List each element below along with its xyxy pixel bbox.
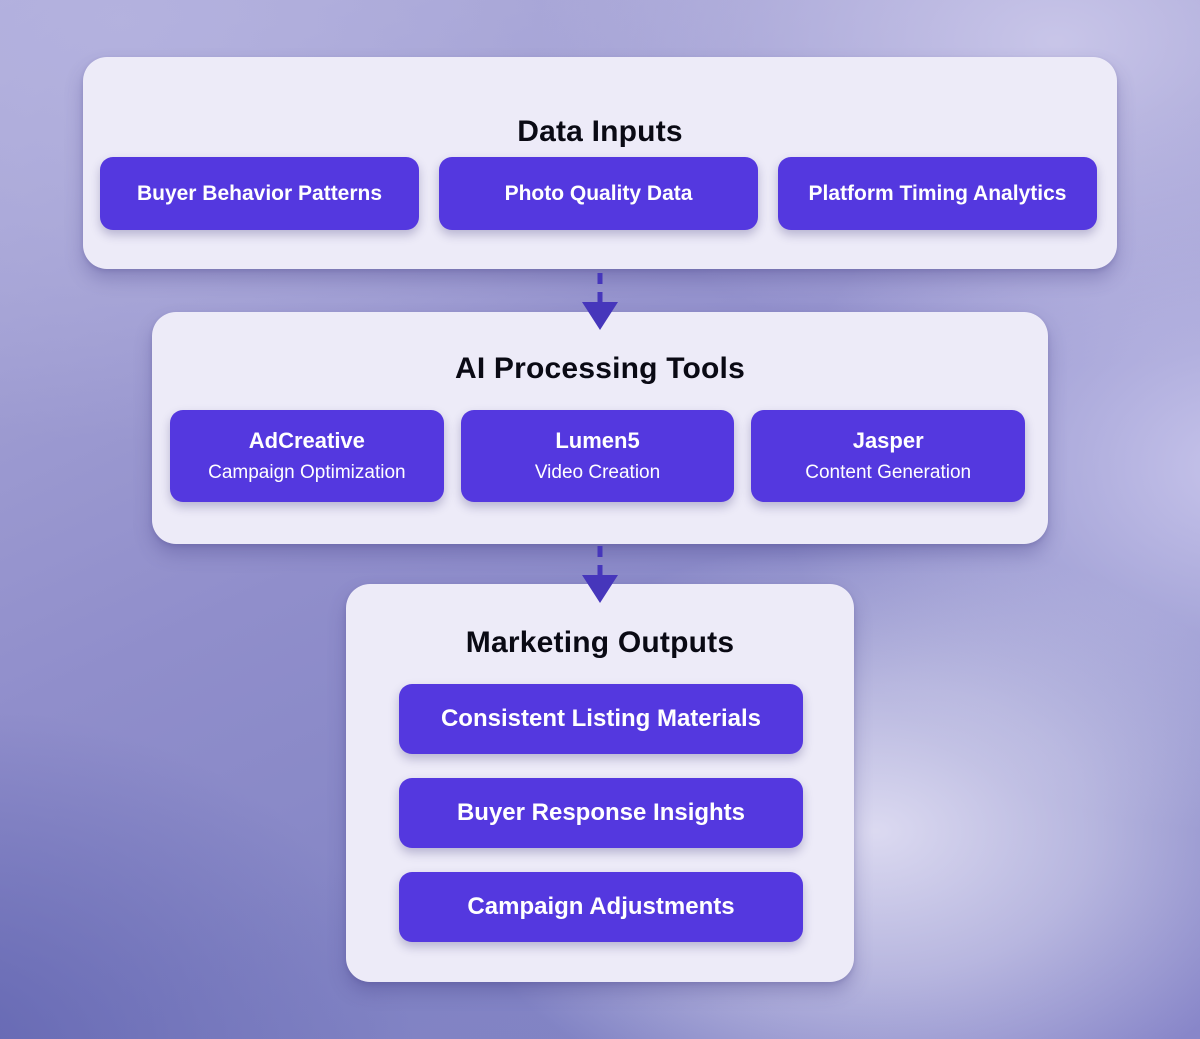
node-adcreative: AdCreative Campaign Optimization bbox=[170, 410, 444, 502]
node-buyer-response-insights: Buyer Response Insights bbox=[399, 778, 803, 848]
node-label: Buyer Behavior Patterns bbox=[136, 181, 383, 205]
tool-name: Lumen5 bbox=[555, 428, 640, 453]
node-label: Campaign Adjustments bbox=[467, 893, 735, 920]
section-ai-processing-tools: AI Processing Tools AdCreative Campaign … bbox=[152, 312, 1048, 544]
node-buyer-behavior-patterns: Buyer Behavior Patterns bbox=[100, 157, 419, 230]
section-marketing-outputs: Marketing Outputs Consistent Listing Mat… bbox=[346, 584, 854, 982]
tool-function: Content Generation bbox=[805, 462, 972, 483]
marketing-outputs-node-column: Consistent Listing Materials Buyer Respo… bbox=[399, 684, 803, 942]
node-platform-timing-analytics: Platform Timing Analytics bbox=[778, 157, 1097, 230]
tool-function: Video Creation bbox=[534, 462, 661, 483]
tool-name: AdCreative bbox=[248, 428, 365, 453]
section-title-ai-processing-tools: AI Processing Tools bbox=[455, 352, 745, 385]
node-label: Platform Timing Analytics bbox=[808, 181, 1067, 205]
flow-arrow-down-1 bbox=[582, 273, 618, 330]
section-title-data-inputs: Data Inputs bbox=[517, 115, 683, 148]
ai-tools-node-row: AdCreative Campaign Optimization Lumen5 … bbox=[170, 410, 1026, 502]
node-consistent-listing-materials: Consistent Listing Materials bbox=[399, 684, 803, 754]
flow-arrow-down-2 bbox=[582, 546, 618, 603]
tool-name: Jasper bbox=[852, 428, 924, 453]
node-label: Buyer Response Insights bbox=[456, 799, 746, 826]
node-campaign-adjustments: Campaign Adjustments bbox=[399, 872, 803, 942]
data-inputs-node-row: Buyer Behavior Patterns Photo Quality Da… bbox=[100, 157, 1097, 230]
tool-function: Campaign Optimization bbox=[208, 462, 406, 483]
node-label: Consistent Listing Materials bbox=[440, 705, 762, 732]
section-data-inputs: Data Inputs Buyer Behavior Patterns Phot… bbox=[83, 57, 1117, 269]
node-lumen5: Lumen5 Video Creation bbox=[460, 410, 735, 502]
section-title-marketing-outputs: Marketing Outputs bbox=[465, 626, 735, 659]
node-label: Photo Quality Data bbox=[504, 181, 693, 205]
node-jasper: Jasper Content Generation bbox=[751, 410, 1026, 502]
node-photo-quality-data: Photo Quality Data bbox=[439, 157, 758, 230]
